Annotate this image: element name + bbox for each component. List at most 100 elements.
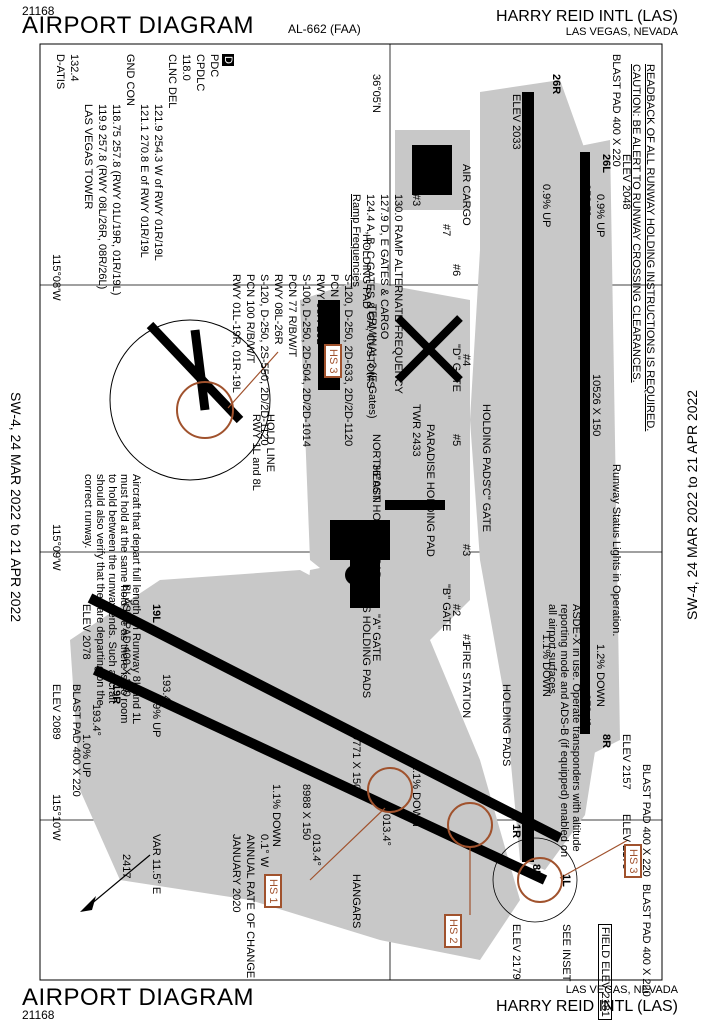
- see-inset-label: SEE INSET: [560, 924, 572, 982]
- inset-runway-1l: [190, 329, 210, 411]
- blast-pad-4: BLAST PAD 400 X 220: [120, 584, 132, 697]
- field-elevation-label: FIELD ELEV 2181: [598, 924, 612, 1020]
- hot-spot-3-label: HS 3: [624, 844, 642, 879]
- holding-pads-label-north: HOLDING PADS: [480, 404, 492, 487]
- latitude-label-1: 36°05'N: [370, 74, 382, 113]
- field-elevation-value: 2181: [599, 992, 611, 1017]
- d-gate-concourse: [395, 315, 463, 383]
- hold-line-label-1: RWY 1L and 8L: [250, 414, 262, 491]
- faa-id: AL-662 (FAA): [288, 22, 361, 36]
- footer-chart-number: 21168: [22, 1008, 55, 1022]
- holding-pads-label-south: HOLDING PADS: [500, 684, 512, 767]
- ground-frequency-2: 121.9 254.3 W of RWY 01R/19L: [152, 104, 164, 261]
- north-arrow: [89, 854, 151, 906]
- heading-258-a: 258.5°: [520, 184, 532, 216]
- runway-8r-label: 8R: [600, 734, 612, 749]
- elevation-2157: ELEV 2157: [620, 734, 632, 790]
- runway-08r-26l: [580, 152, 590, 734]
- inset-hot-spot-circle: [176, 381, 234, 439]
- pavement: [70, 80, 620, 960]
- runway-08r-dimensions: 10526 X 150: [590, 374, 602, 437]
- runway-1l-label: 1L: [560, 874, 572, 887]
- elev-label: ELEV: [599, 961, 611, 990]
- runway-01l-dimensions: 8988 X 150: [300, 784, 312, 841]
- c-gate-label: "C" GATE: [480, 484, 492, 532]
- terminal-1-concourses: [330, 500, 445, 608]
- north-arrow-head: [80, 896, 96, 912]
- heading-258-b: 258.5°: [580, 184, 592, 216]
- variation-rate-label: ANNUAL RATE OF CHANGE: [244, 834, 256, 979]
- map-frame: [39, 43, 663, 981]
- datis-frequency: 132.4: [68, 54, 80, 82]
- spot-6: #6: [450, 264, 462, 277]
- runway-08l-dimensions: 14515 X 150: [520, 434, 532, 497]
- hs3-circle: [517, 857, 563, 903]
- spot-7: #7: [440, 224, 452, 237]
- slope-8: 1.1% DOWN: [270, 784, 282, 847]
- see-inset-circle: [492, 837, 578, 923]
- runway-26r-label: 26R: [550, 74, 562, 95]
- runway-01r-dimensions: 9771 X 150: [350, 734, 362, 791]
- rwsl-note: Runway Status Lights in Operation.: [610, 464, 622, 637]
- runway-08l-26r: [522, 92, 534, 862]
- slope-3: 1.1% DOWN: [540, 634, 552, 697]
- hot-spot-leaders: [227, 351, 629, 915]
- runway-data-5: PCN 77 R/B/W/T: [286, 274, 298, 358]
- holding-pad-label: HOLDING PAD: [360, 234, 372, 309]
- clearance-frequency: 118.0: [180, 54, 192, 81]
- hold-line-label-2: HOLD LINE: [264, 414, 276, 473]
- pdc-label: PDC: [208, 54, 220, 78]
- hs1-circle: [367, 767, 413, 813]
- spot-3b: #3: [460, 544, 472, 557]
- tower-frequency-2: 118.75 257.8 (RWY 01L/19R, 01R/19L): [110, 104, 122, 296]
- footer-city: LAS VEGAS, NEVADA: [565, 984, 678, 996]
- runway-data-4: RWY 08L-26R: [272, 274, 284, 345]
- ground-label: GND CON: [124, 54, 136, 106]
- blast-pad-5: BLAST PAD 400 X 220: [70, 684, 82, 797]
- footer-airport-name: HARRY REID INTL (LAS): [496, 998, 678, 1015]
- cpdlc-label: CPDLC: [194, 54, 206, 92]
- runway-8l-label: 8L: [530, 864, 542, 877]
- tower-frequency-1: 119.9 257.8 (RWY 08L/26R, 08R/26L): [96, 104, 108, 290]
- slope-2: 0.9% UP: [594, 194, 606, 238]
- spot-2: #2: [450, 604, 462, 617]
- blast-pad-1: BLAST PAD 400 X 220: [610, 54, 622, 167]
- hangars-label: HANGARS: [350, 874, 362, 929]
- ground-frequency-1: 121.1 270.8 E of RWY 01R/19L: [138, 104, 150, 258]
- footer-title: AIRPORT DIAGRAM: [22, 984, 254, 1011]
- fire-station-label: FIRE STATION: [460, 644, 472, 719]
- ramp-frequency-3: 130.0 RAMP ALTERNATE FREQUENCY: [392, 194, 404, 394]
- hot-spot-2-label: HS 2: [444, 914, 462, 949]
- datis-label: D-ATIS: [54, 54, 66, 90]
- magnetic-variation: VAR 11.5° E: [150, 834, 162, 895]
- air-cargo-label: AIR CARGO: [460, 164, 472, 226]
- runway-data-7: RWY 08R-26L: [314, 274, 326, 345]
- runway-01r-19l: [87, 593, 563, 843]
- elevation-2089: ELEV 2089: [50, 684, 62, 740]
- tower-label: LAS VEGAS TOWER: [82, 104, 94, 210]
- slope-4: 1.2% DOWN: [594, 644, 606, 707]
- ns-pads-label: N & S HOLDING PADS: [360, 584, 372, 699]
- clearance-label: CLNC DEL: [166, 54, 178, 109]
- runway-data-9: S-120, D-250, 2D-633, 2D/2D-1120: [342, 274, 354, 447]
- hot-spot-1-label: HS 1: [264, 874, 282, 909]
- variation-date: JANUARY 2020: [230, 834, 242, 913]
- field-label: FIELD: [599, 927, 611, 959]
- chart-title: AIRPORT DIAGRAM: [22, 12, 254, 39]
- elevation-2179: ELEV 2179: [510, 924, 522, 980]
- inset-runway-8l: [146, 321, 244, 424]
- tower-building-label: TWR 2433: [410, 404, 422, 457]
- runway-data-1: RWY 01L-19R, 01R-19L: [230, 274, 242, 393]
- slope-5: 0.9% UP: [150, 694, 162, 738]
- paradise-pad-label: PARADISE HOLDING PAD: [424, 424, 436, 557]
- northeast-pad-label: NORTHEAST HOLDING PAD: [370, 434, 382, 580]
- runway-data-6: S-100, D-250, 2D-504, 2D/2D-1014: [300, 274, 312, 448]
- slope-1: 0.9% UP: [540, 184, 552, 228]
- d-badge: D: [222, 54, 234, 66]
- elevation-2078: ELEV 2078: [80, 604, 92, 660]
- caution-line-2: READBACK OF ALL RUNWAY HOLDING INSTRUCTI…: [644, 64, 656, 432]
- runway-1r-label: 1R: [510, 824, 522, 839]
- obstacle-elevation: 2417: [120, 854, 132, 879]
- variation-rate: 0.1° W: [258, 834, 270, 868]
